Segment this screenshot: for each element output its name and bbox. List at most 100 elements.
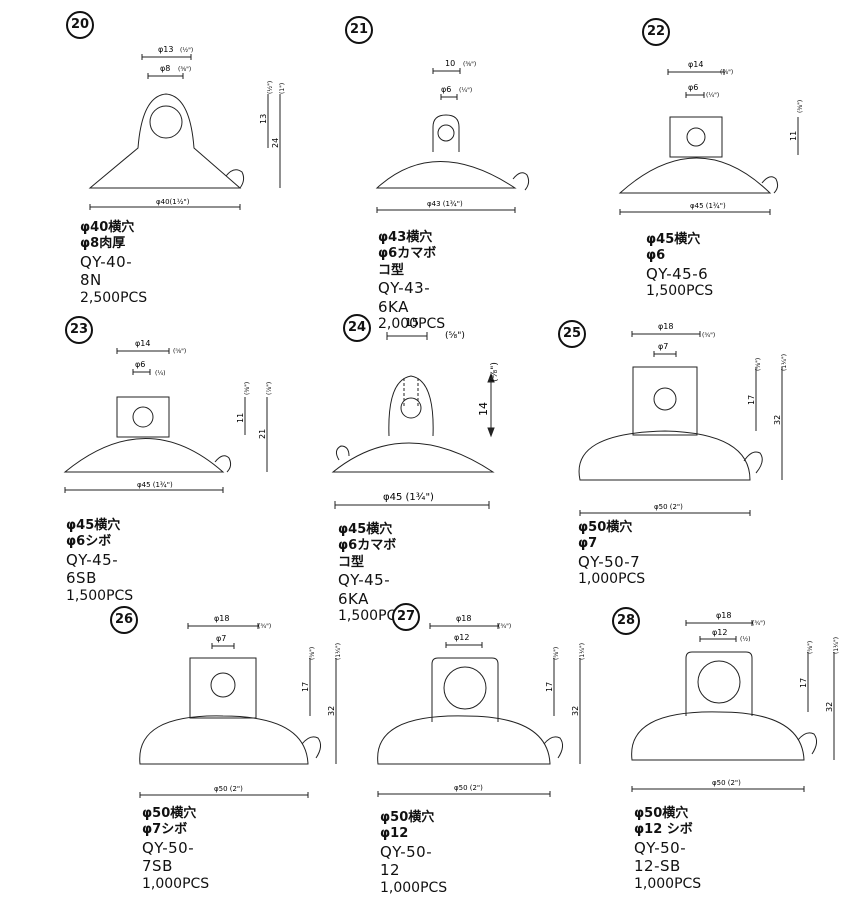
item-number: 20 <box>66 11 94 39</box>
item-desc: φ50横穴φ12 シボ <box>634 806 693 838</box>
dim-v1-inch: (⅝") <box>755 358 762 371</box>
dim-top2-inch: (½) <box>740 636 751 643</box>
item-desc: φ50横穴φ7シボ <box>142 806 197 838</box>
dim-v2: 24 <box>271 138 280 148</box>
dim-base: φ45 (1¾") <box>690 202 726 210</box>
dim-top1-inch: (¾") <box>752 620 765 627</box>
item-number: 27 <box>392 603 420 631</box>
caption: φ50横穴φ7 QY-50-7 1,000PCS <box>578 520 645 589</box>
item-number: 22 <box>642 18 670 46</box>
caption: φ43横穴φ6カマボコ型 QY-43-6KA 2,000PCS <box>378 230 445 334</box>
item-qty: 2,000PCS <box>378 316 446 333</box>
item-model: QY-40-8N <box>80 252 133 290</box>
dim-base: φ43 (1¾") <box>427 200 463 208</box>
item-qty: 1,500PCS <box>646 283 714 300</box>
item-qty: 1,000PCS <box>142 876 210 892</box>
dim-v1-inch: (⅜") <box>797 100 804 113</box>
dim-v2: 21 <box>258 429 267 439</box>
dim-top2-inch: (¼") <box>706 92 719 99</box>
suction-cup-drawing: φ18 (¾") φ7 φ50 (2") 17 (⅝") 32 (1¼") <box>139 614 342 798</box>
dim-top1-inch: (¾") <box>498 623 511 630</box>
dim-v1: 13 <box>259 114 268 124</box>
dim-base: φ40(1½") <box>156 198 190 206</box>
item-model: QY-45-6 <box>646 264 709 283</box>
item-qty: 1,500PCS <box>66 588 134 604</box>
item-qty: 1,000PCS <box>578 571 646 588</box>
suction-cup-drawing: φ13 (½") φ8 (⅜") φ40(1½") 13 (½") 24 (1"… <box>88 45 286 210</box>
caption: φ45横穴φ6 QY-45-6 1,500PCS <box>646 232 713 301</box>
item-model: QY-50-7SB <box>142 838 195 876</box>
caption: φ50横穴φ7シボ QY-50-7SB 1,000PCS <box>142 806 209 894</box>
dim-base: φ50 (2") <box>214 785 243 793</box>
dim-v2: 32 <box>571 706 580 716</box>
dim-v1-inch: (⅜") <box>490 362 500 382</box>
dim-top1-inch: (⅝") <box>720 69 733 76</box>
item-qty: 1,000PCS <box>380 880 448 896</box>
item-model: QY-50-12-SB <box>634 838 687 876</box>
dim-base: φ45 (1¾") <box>383 492 434 503</box>
suction-cup-drawing: 15 (⅝") φ45 (1¾") 14 (⅜") <box>331 316 500 509</box>
dim-top1-inch: (½") <box>180 47 193 54</box>
item-model: QY-45-6KA <box>338 570 391 608</box>
dim-v1-inch: (½") <box>267 81 274 94</box>
dim-v2: 32 <box>825 702 834 712</box>
item-model: QY-50-12 <box>380 842 433 880</box>
dim-v1-inch: (⅝") <box>553 647 560 660</box>
item-desc: φ50横穴φ12 <box>380 810 435 842</box>
dim-v1: 11 <box>236 413 245 423</box>
dim-top2: φ12 <box>454 633 469 642</box>
dim-v2-inch: (1¼") <box>833 637 840 654</box>
dim-v2-inch: (1¼") <box>781 354 788 371</box>
dim-top1: 10 <box>445 59 455 68</box>
dim-v1: 11 <box>789 131 798 141</box>
dim-v1-inch: (⅝") <box>807 641 814 654</box>
dim-top2: φ6 <box>441 85 451 94</box>
dim-base: φ50 (2") <box>654 503 683 511</box>
dim-top1-inch: (⅝") <box>173 348 186 355</box>
caption: φ50横穴φ12 QY-50-12 1,000PCS <box>380 810 447 898</box>
dim-top1: φ18 <box>214 614 229 623</box>
suction-cup-drawing: φ14 (⅝") φ6 (¼") φ45 (1¾") 11 (⅜") <box>618 60 804 215</box>
dim-v2: 32 <box>773 415 782 425</box>
item-number: 26 <box>110 606 138 634</box>
dim-v2-inch: (1¼") <box>579 643 586 660</box>
dim-top2: φ6 <box>135 360 145 369</box>
dim-top2-inch: (¼) <box>155 370 166 377</box>
dim-top2-inch: (¼") <box>459 87 472 94</box>
item-qty: 1,500PCS <box>338 608 406 625</box>
dim-top1: φ13 <box>158 45 173 54</box>
item-desc: φ45横穴φ6 <box>646 232 701 264</box>
dim-top1-inch: (¾") <box>702 332 715 339</box>
dim-top1: φ18 <box>658 322 673 331</box>
suction-cup-drawing: 10 (⅜") φ6 (¼") φ43 (1¾") <box>375 59 530 213</box>
item-number: 23 <box>65 316 93 344</box>
caption: φ50横穴φ12 シボ QY-50-12-SB 1,000PCS <box>634 806 701 894</box>
dim-v2-inch: (1") <box>279 83 286 94</box>
dim-top2: φ7 <box>216 634 226 643</box>
suction-cup-drawing: φ18 (¾") φ12 φ50 (2") 17 (⅝") 32 (1¼") <box>377 614 586 797</box>
item-number: 24 <box>343 314 371 342</box>
item-qty: 1,000PCS <box>634 876 702 892</box>
dim-v1: 17 <box>799 678 808 688</box>
dim-v1: 17 <box>545 682 554 692</box>
item-desc: φ43横穴φ6カマボコ型 <box>378 230 437 278</box>
item-number: 25 <box>558 320 586 348</box>
dim-v1: 14 <box>477 402 490 416</box>
dim-top2: φ6 <box>688 83 698 92</box>
dim-v2: 32 <box>327 706 336 716</box>
item-model: QY-50-7 <box>578 552 641 571</box>
dim-top1: φ18 <box>716 611 731 620</box>
caption: φ45横穴φ6カマボコ型 QY-45-6KA 1,500PCS <box>338 522 405 626</box>
dim-base: φ50 (2") <box>454 784 483 792</box>
caption: φ45横穴φ6シボ QY-45-6SB 1,500PCS <box>66 518 133 606</box>
item-model: QY-43-6KA <box>378 278 431 316</box>
dim-top1: 15 <box>405 316 419 329</box>
dim-v1-inch: (⅜") <box>244 382 251 395</box>
dim-v2-inch: (⅞") <box>266 382 273 395</box>
item-desc: φ40横穴φ8肉厚 <box>80 220 135 252</box>
dim-v2-inch: (1¼") <box>335 643 342 660</box>
dim-top1: φ14 <box>688 60 703 69</box>
item-desc: φ45横穴φ6シボ <box>66 518 121 550</box>
dim-top2: φ7 <box>658 342 668 351</box>
